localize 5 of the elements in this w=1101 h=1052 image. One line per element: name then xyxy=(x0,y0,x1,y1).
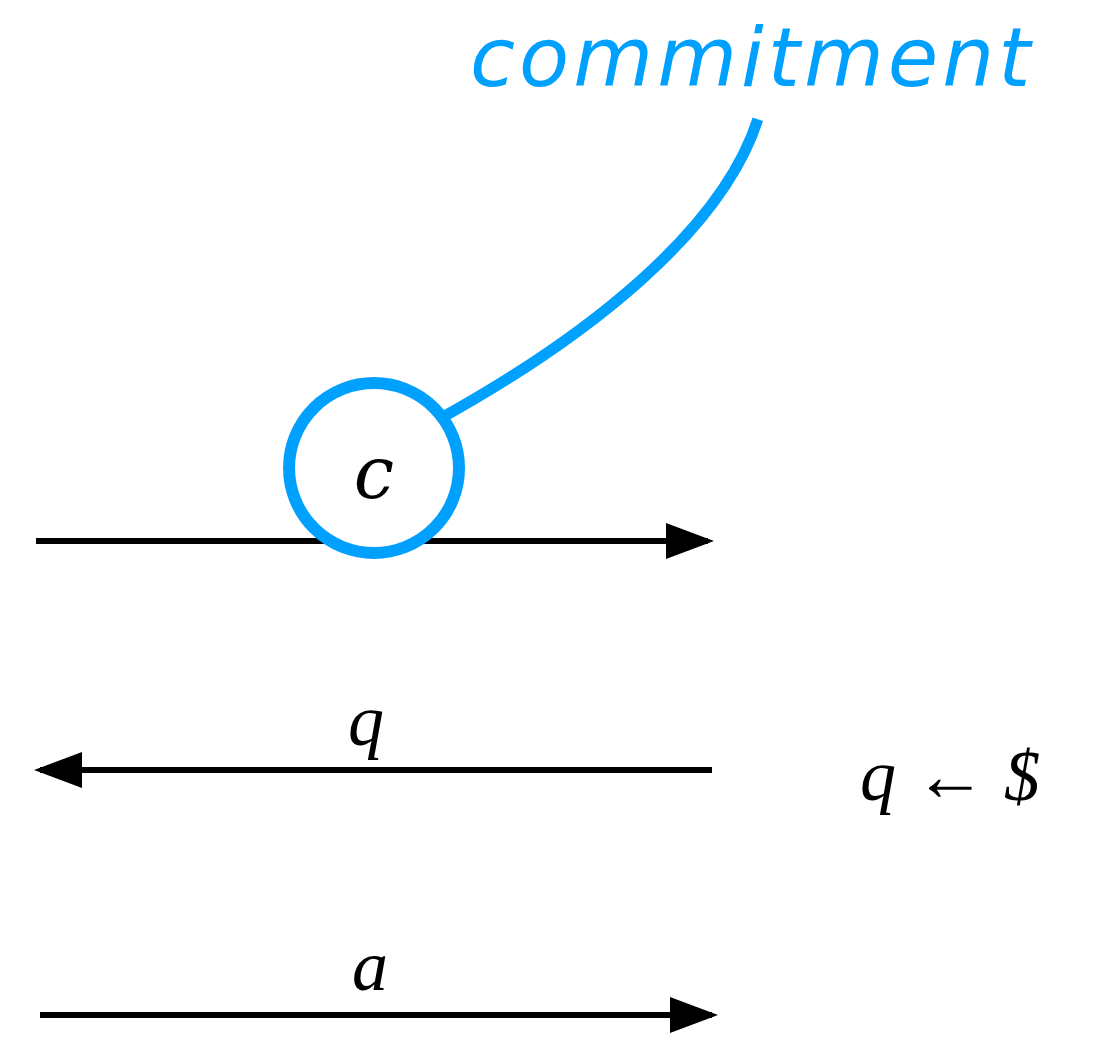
variable-label: c xyxy=(352,431,396,515)
message-label: q xyxy=(348,680,384,763)
sampling-formula: q ← $ xyxy=(860,735,1040,818)
callout-label: commitment xyxy=(470,10,1035,105)
message-label: a xyxy=(352,925,388,1008)
